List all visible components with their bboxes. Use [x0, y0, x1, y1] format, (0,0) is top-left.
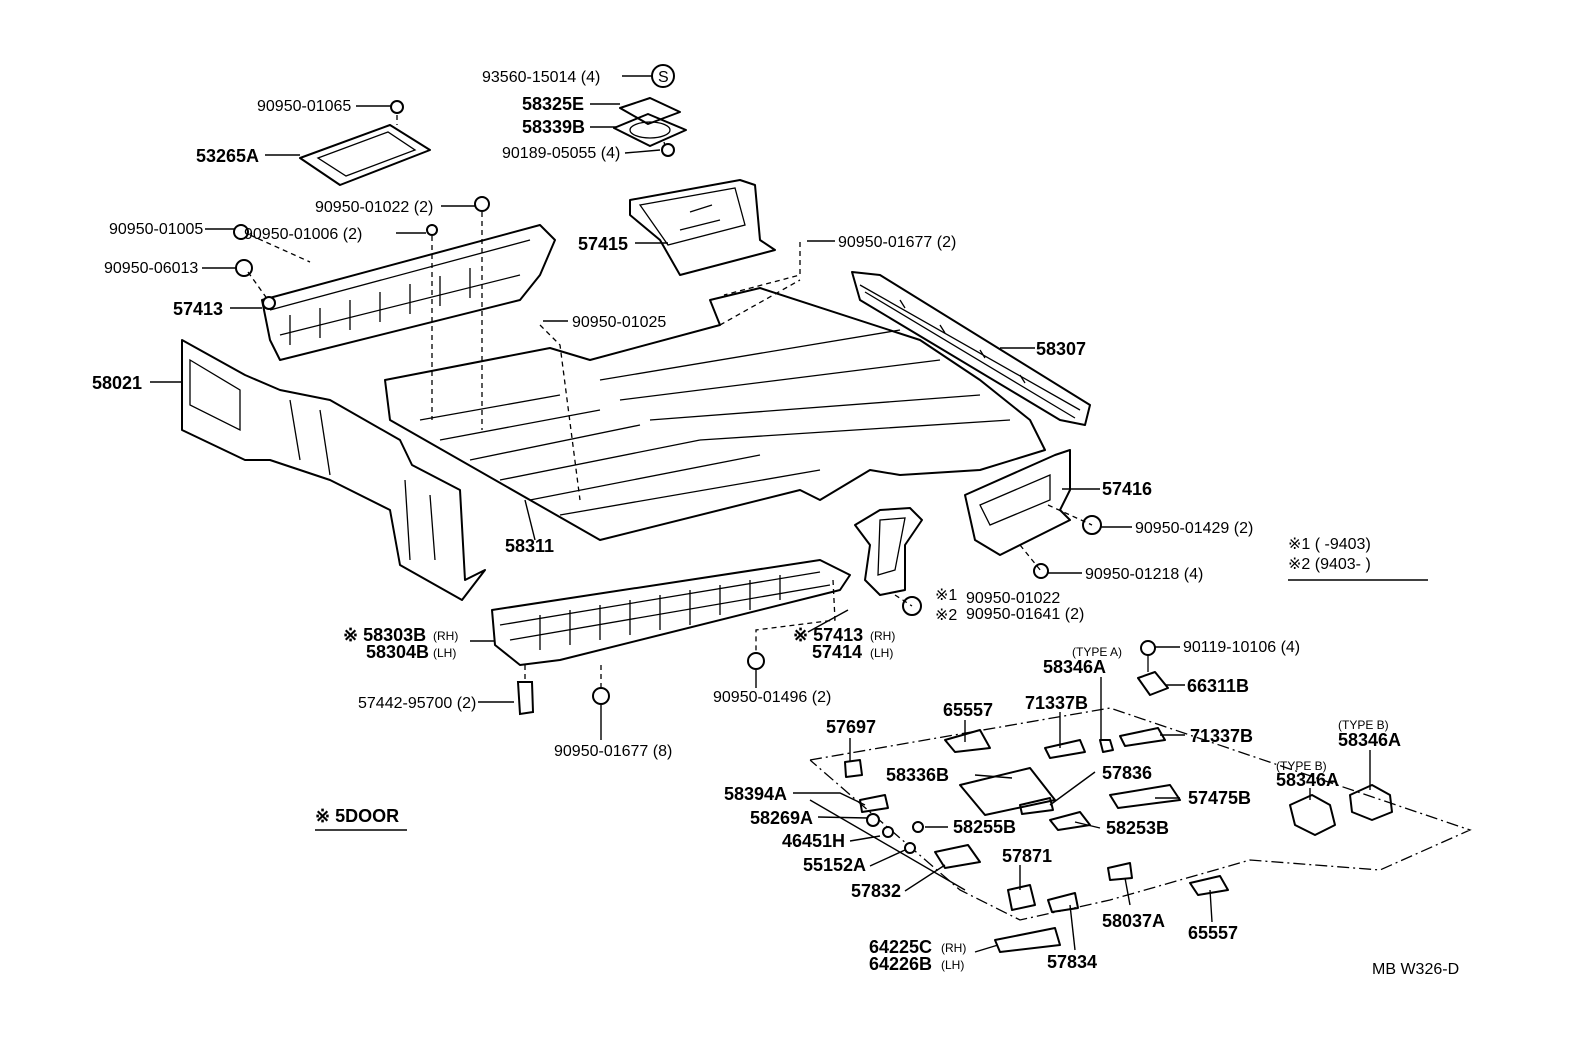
- label-57416: 57416: [1102, 479, 1152, 499]
- part-57415-drawing: [629, 179, 776, 276]
- label-65557-top: 65557: [943, 700, 993, 720]
- label-71337B-2: 71337B: [1190, 726, 1253, 746]
- label-90119-10106: 90119-10106 (4): [1183, 639, 1300, 656]
- label-58346A-type-a: 58346A: [1043, 657, 1106, 677]
- label-64226B: 64226B: [869, 954, 932, 974]
- part-53265A-drawing: [299, 100, 431, 186]
- label-58311: 58311: [505, 536, 554, 556]
- label-58303B: ※ 58303B: [343, 625, 426, 645]
- label-57836: 57836: [1102, 763, 1152, 783]
- label-58021: 58021: [92, 373, 142, 393]
- label-90950-01022: 90950-01022 (2): [315, 199, 433, 216]
- label-lh-1: (LH): [433, 646, 456, 660]
- label-90950-01022-s1: 90950-01022: [966, 590, 1060, 607]
- label-71337B-1: 71337B: [1025, 693, 1088, 713]
- part-labels: 93560-15014 (4) S 58325E 58339B 90189-05…: [92, 69, 1459, 978]
- label-90950-01496: 90950-01496 (2): [713, 689, 831, 706]
- label-57414: 57414: [812, 642, 862, 662]
- label-57413-rh: ※ 57413: [793, 625, 863, 645]
- label-rh-3: (RH): [941, 941, 966, 955]
- part-58325E-drawing: [613, 64, 687, 157]
- label-53265A: 53265A: [196, 146, 259, 166]
- label-58336B: 58336B: [886, 765, 949, 785]
- label-65557-bottom: 65557: [1188, 923, 1238, 943]
- alignment-lines: [247, 115, 1093, 688]
- label-55152A: 55152A: [803, 855, 866, 875]
- label-46451H: 46451H: [782, 831, 845, 851]
- label-type-b-2: (TYPE B): [1276, 759, 1327, 773]
- label-66311B: 66311B: [1187, 676, 1249, 696]
- label-58253B: 58253B: [1106, 818, 1169, 838]
- label-lh-2: (LH): [870, 646, 893, 660]
- part-57413-drawing: [233, 196, 556, 361]
- label-90950-01641: 90950-01641 (2): [966, 606, 1084, 623]
- label-rh-2: (RH): [870, 629, 895, 643]
- label-57834: 57834: [1047, 952, 1097, 972]
- label-90950-01677-2: 90950-01677 (2): [838, 234, 956, 251]
- label-57475B: 57475B: [1188, 788, 1251, 808]
- marker-2: ※2: [935, 607, 957, 624]
- label-lh-3: (LH): [941, 958, 964, 972]
- label-57697: 57697: [826, 717, 876, 737]
- label-58325E: 58325E: [522, 94, 584, 114]
- label-90189-05055: 90189-05055 (4): [502, 145, 620, 162]
- label-57871: 57871: [1002, 846, 1052, 866]
- label-58304B: 58304B: [366, 642, 429, 662]
- label-90950-01429: 90950-01429 (2): [1135, 520, 1253, 537]
- label-58307: 58307: [1036, 339, 1086, 359]
- service-symbol-s: S: [658, 69, 669, 86]
- note-1: ※1 ( -9403): [1288, 536, 1371, 553]
- label-type-a: (TYPE A): [1072, 645, 1122, 659]
- label-58339B: 58339B: [522, 117, 585, 137]
- diagram-code: MB W326-D: [1372, 961, 1459, 978]
- label-58346A-type-b-1: 58346A: [1338, 730, 1401, 750]
- part-58021-drawing: [181, 339, 486, 601]
- marker-1: ※1: [935, 587, 957, 604]
- label-5door-note: ※ 5DOOR: [315, 806, 399, 826]
- label-90950-01218: 90950-01218 (4): [1085, 566, 1203, 583]
- label-58394A: 58394A: [724, 784, 787, 804]
- label-90950-01005: 90950-01005: [109, 221, 203, 238]
- leader-lines: [150, 75, 1371, 953]
- label-type-b-1: (TYPE B): [1338, 718, 1389, 732]
- label-90950-01677-8: 90950-01677 (8): [554, 743, 672, 760]
- label-90950-06013: 90950-06013: [104, 260, 198, 277]
- label-rh-1: (RH): [433, 629, 458, 643]
- label-64225C: 64225C: [869, 937, 932, 957]
- underbody-drawing: [809, 640, 1472, 953]
- label-58269A: 58269A: [750, 808, 813, 828]
- note-2: ※2 (9403- ): [1288, 556, 1371, 573]
- part-58311-drawing: [384, 279, 1046, 541]
- label-57442-95700: 57442-95700 (2): [358, 695, 476, 712]
- label-90950-01025: 90950-01025: [572, 314, 666, 331]
- label-90950-01006: 90950-01006 (2): [244, 226, 362, 243]
- label-58037A: 58037A: [1102, 911, 1165, 931]
- label-58346A-type-b-2: 58346A: [1276, 770, 1339, 790]
- label-57415: 57415: [578, 234, 628, 254]
- label-58255B: 58255B: [953, 817, 1016, 837]
- part-58303B-drawing: [491, 559, 851, 716]
- part-57413b-drawing: [854, 507, 923, 616]
- part-58307-drawing: [851, 271, 1091, 426]
- label-93560-15014: 93560-15014 (4): [482, 69, 600, 86]
- label-57413: 57413: [173, 299, 223, 319]
- label-90950-01065: 90950-01065: [257, 98, 351, 115]
- label-57832: 57832: [851, 881, 901, 901]
